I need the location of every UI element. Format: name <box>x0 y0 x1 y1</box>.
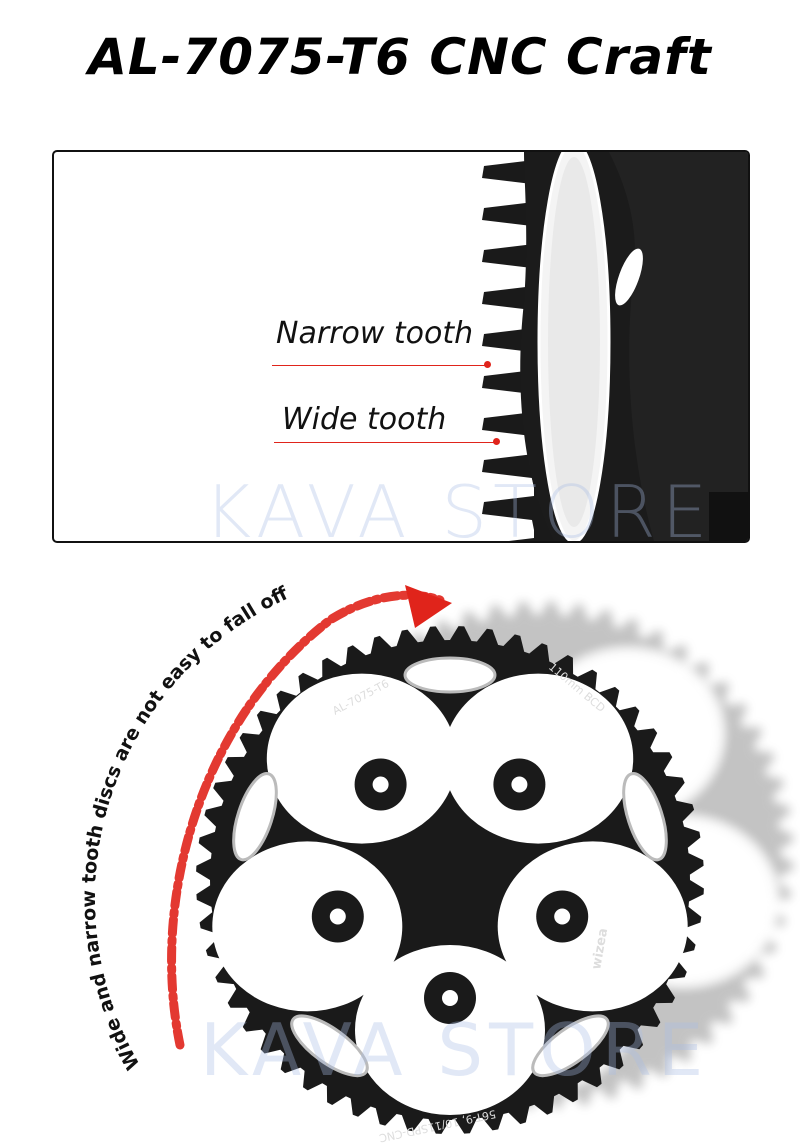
chainring-cutout <box>497 841 688 1012</box>
bolt-hole <box>442 990 458 1006</box>
watermark: KAVA STORE <box>204 470 714 543</box>
bolt-hole <box>329 908 346 925</box>
chainring-slot <box>403 656 497 694</box>
wide-tooth-marker <box>493 438 500 445</box>
chainring-image: Wide and narrow tooth discs are not easy… <box>78 582 794 1144</box>
chainring-slot <box>232 772 278 862</box>
chainring-slot <box>531 1014 610 1078</box>
wide-tooth-label: Wide tooth <box>282 402 447 437</box>
chainring-cutout <box>212 841 403 1012</box>
narrow-tooth-leader-line <box>272 365 486 366</box>
bolt-hole <box>511 776 528 793</box>
bolt-hole <box>372 776 389 793</box>
bolt-hole <box>554 908 571 925</box>
narrow-tooth-label: Narrow tooth <box>276 316 474 351</box>
chainring <box>196 626 704 1134</box>
tooth-detail-panel: Narrow tooth Wide tooth KAVA STORE <box>52 150 750 543</box>
red-arrow-head <box>405 585 452 628</box>
chainring-slot <box>622 772 668 862</box>
narrow-tooth-marker <box>484 361 491 368</box>
page-title: AL-7075-T6 CNC Craft <box>88 28 712 86</box>
chainring-slot <box>290 1014 369 1078</box>
chainring-cutout <box>266 673 457 844</box>
brand-logo: wizea <box>589 927 611 971</box>
wide-tooth-leader-line <box>274 442 494 443</box>
red-arrow <box>167 590 445 1050</box>
crank-closeup-image <box>482 152 748 541</box>
chainring-cutout <box>355 945 545 1115</box>
chainring-cutout <box>443 673 634 844</box>
watermark-bottom: KAVA STORE <box>200 1008 709 1092</box>
